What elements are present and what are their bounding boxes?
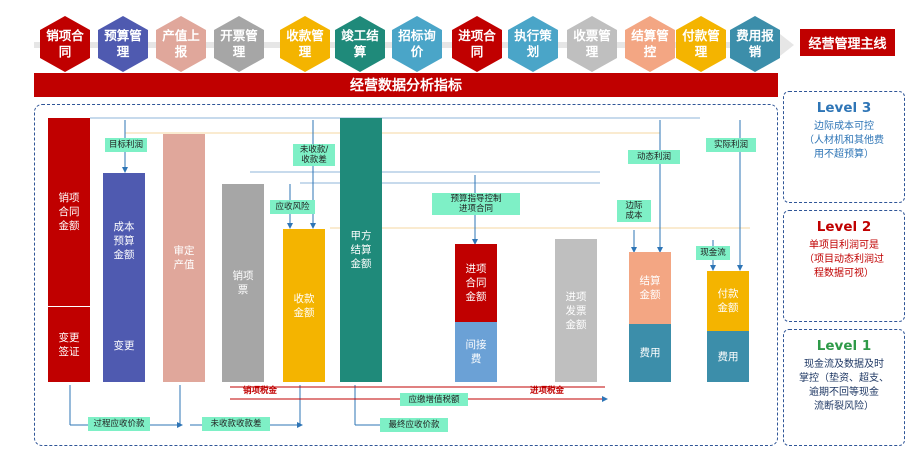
bar-purchase-invoice: 进项 发票 金额 (555, 239, 597, 382)
bar-output-value: 审定 产值 (163, 134, 205, 382)
label-dynamic-profit: 动态利润 (628, 150, 680, 164)
bar-settlement-fee: 费用 (629, 324, 671, 382)
process-step-label: 收款管理 (286, 28, 324, 59)
level-3-box: Level 3 边际成本可控 （人材机和其他费 用不超预算） (783, 91, 905, 203)
process-step-label: 招标询价 (398, 28, 436, 59)
label-receivable-risk: 应收风险 (270, 200, 315, 214)
level-2-title: Level 2 (816, 219, 872, 235)
process-step-label: 费用报销 (736, 28, 774, 59)
label-cash-flow: 现金流 (696, 246, 730, 260)
bar-sales-invoice: 销项 票 (222, 184, 264, 382)
process-step-5: 收款管理 (280, 16, 330, 72)
level-3-desc: 边际成本可控 （人材机和其他费 用不超预算） (804, 121, 884, 160)
level-1-title: Level 1 (816, 338, 872, 354)
process-step-label: 进项合同 (458, 28, 496, 59)
bar-owner-settlement: 甲方 结算 金额 (340, 118, 382, 382)
process-step-7: 招标询价 (392, 16, 442, 72)
level-1-desc: 现金流及数据及时 掌控（垫资、超支、 逾期不回等现金 流断裂风险） (799, 359, 889, 412)
label-final-receivable: 最终应收价款 (380, 418, 448, 432)
bar-payment-fee: 费用 (707, 331, 749, 382)
label-uncollected: 未收款/ 收款差 (293, 144, 335, 166)
bar-settlement: 结算 金额 (629, 252, 671, 324)
bar-receipt: 收款 金额 (283, 229, 325, 382)
process-step-label: 结算管控 (631, 28, 669, 59)
process-step-label: 产值上报 (162, 28, 200, 59)
label-budget-guide: 预算指导控制 进项合同 (432, 193, 520, 215)
label-process-receivable: 过程应收价款 (88, 417, 150, 431)
bar-sales-change: 变更 签证 (48, 307, 90, 382)
process-step-label: 付款管理 (682, 28, 720, 59)
process-step-8: 进项合同 (452, 16, 502, 72)
process-step-label: 竣工结算 (341, 28, 379, 59)
level-2-box: Level 2 单项目利润可是 （项目动态利润过 程数据可视） (783, 210, 905, 322)
process-step-label: 收票管理 (573, 28, 611, 59)
label-vat-payable: 应缴增值税额 (400, 393, 468, 406)
label-output-tax: 销项税金 (243, 386, 278, 396)
label-uncollected-diff: 未收款收款差 (202, 417, 270, 431)
analysis-frame (34, 104, 778, 446)
bar-sales-contract: 销项 合同 金额 (48, 118, 90, 306)
label-input-tax: 进项税金 (530, 386, 565, 396)
process-step-label: 销项合同 (46, 28, 84, 59)
bar-cost-change: 变更 (103, 309, 145, 382)
level-3-title: Level 3 (816, 100, 872, 116)
process-step-6: 竣工结算 (335, 16, 385, 72)
bar-indirect-cost: 间接 费 (455, 322, 497, 382)
bar-purchase-contract: 进项 合同 金额 (455, 244, 497, 322)
bar-payment: 付款 金额 (707, 271, 749, 331)
label-target-profit: 目标利润 (105, 138, 147, 152)
process-step-label: 执行策划 (514, 28, 552, 59)
process-step-label: 开票管理 (220, 28, 258, 59)
process-step-label: 预算管理 (104, 28, 142, 59)
label-actual-profit: 实际利润 (706, 138, 756, 152)
label-marginal-cost: 边际 成本 (617, 200, 651, 222)
level-2-desc: 单项目利润可是 （项目动态利润过 程数据可视） (804, 240, 884, 279)
main-line-label: 经营管理主线 (800, 29, 895, 56)
process-flow-arrow (780, 34, 794, 56)
level-1-box: Level 1 现金流及数据及时 掌控（垫资、超支、 逾期不回等现金 流断裂风险… (783, 329, 905, 446)
analysis-title-bar: 经营数据分析指标 (34, 73, 778, 97)
bar-cost-budget: 成本 预算 金额 (103, 173, 145, 309)
process-step-1: 销项合同 (40, 16, 90, 72)
